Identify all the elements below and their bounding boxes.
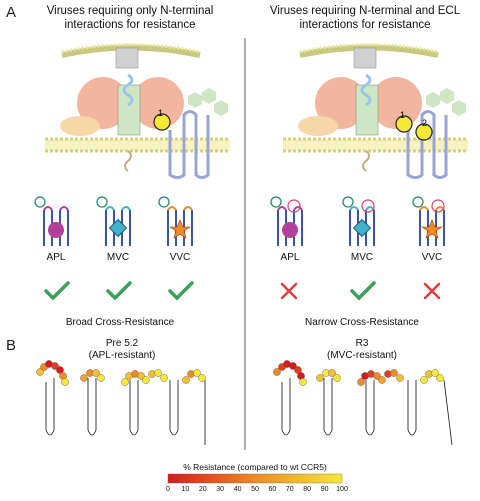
left-snake-plot <box>36 360 206 445</box>
right-apl-ccr5 <box>270 196 303 246</box>
right-ecl2-residues <box>357 369 404 386</box>
left-ecl1-residues <box>80 369 105 382</box>
right-strain-name: R3 <box>355 338 369 349</box>
right-apl-outcome-cross-icon <box>280 282 298 300</box>
right-ecl1-residues <box>316 369 341 382</box>
left-strain-name: Pre 5.2 <box>105 338 139 349</box>
scale-tick-label: 90 <box>320 486 329 493</box>
left-strain-note: (APL-resistant) <box>88 350 156 361</box>
cd4-coil <box>122 73 134 107</box>
right-vvc-outcome-cross-icon <box>423 282 441 300</box>
right-ecl3-residues <box>420 369 444 384</box>
right-summary-label: Narrow Cross-Resistance <box>305 317 419 328</box>
cd4-domain <box>60 116 100 136</box>
scale-tick-label: 30 <box>216 486 225 493</box>
right-drug-label-apl: APL <box>280 252 300 263</box>
left-drug-label-vvc: VVC <box>169 252 191 263</box>
right-entry-complex <box>283 43 468 179</box>
gp120-left <box>77 77 129 129</box>
scale-tick-label: 50 <box>251 486 259 493</box>
right-site-1-marker <box>395 115 413 133</box>
left-site-1-marker <box>153 113 171 131</box>
right-ccr5 <box>406 110 448 179</box>
left-apl-outcome-check-icon <box>44 281 70 301</box>
left-ccr5 <box>168 110 210 179</box>
right-vvc-ccr5 <box>412 196 445 246</box>
left-column-title: Viruses requiring only N-terminal intera… <box>46 5 214 31</box>
right-nterm-residues <box>273 360 307 386</box>
left-entry-complex <box>45 43 230 179</box>
gp120-right <box>132 77 184 129</box>
right-mvc-outcome-check-icon <box>350 281 376 301</box>
resistance-color-scale <box>167 473 343 484</box>
left-site-1-label: 1 <box>158 108 163 118</box>
scale-tick-label: 100 <box>336 486 348 493</box>
left-summary-label: Broad Cross-Resistance <box>65 317 175 328</box>
left-mvc-outcome-check-icon <box>106 281 132 301</box>
scale-tick-label: 20 <box>198 486 207 493</box>
scale-tick-label: 10 <box>181 486 190 493</box>
left-cell-membrane <box>45 139 230 151</box>
gp41-top <box>115 47 139 69</box>
gp41-stalk <box>117 84 141 136</box>
scale-title: % Resistance (compared to wt CCR5) <box>183 462 327 472</box>
left-drug-label-apl: APL <box>46 252 66 263</box>
left-vvc-outcome-check-icon <box>168 281 194 301</box>
right-site-2-label: 2 <box>422 118 427 128</box>
right-column-title: Viruses requiring N-terminal and ECL int… <box>269 5 461 31</box>
right-drug-label-mvc: MVC <box>350 252 374 263</box>
panel-a-letter: A <box>6 4 17 21</box>
right-strain-note: (MVC-resistant) <box>326 350 397 361</box>
right-mvc-ccr5 <box>342 196 375 246</box>
right-drug-label-vvc: VVC <box>421 252 443 263</box>
left-vvc-ccr5 <box>158 196 193 246</box>
scale-tick-label: 40 <box>233 486 242 493</box>
scale-tick-label: 80 <box>303 486 312 493</box>
scale-tick-label: 70 <box>285 486 294 493</box>
panel-b-letter: B <box>6 337 17 354</box>
left-mvc-ccr5 <box>96 196 131 246</box>
left-ecl3-residues <box>182 369 206 384</box>
right-site-2-marker <box>415 123 433 141</box>
right-snake-plot <box>273 360 453 446</box>
scale-tick-label: 60 <box>268 486 277 493</box>
right-site-1-label: 1 <box>400 110 405 120</box>
left-ecl2-residues <box>121 369 168 386</box>
left-viral-membrane <box>61 44 201 58</box>
left-nterm-residues <box>36 360 69 386</box>
left-apl-ccr5 <box>34 196 69 246</box>
scale-tick-label: 0 <box>166 486 170 493</box>
left-glycans <box>188 88 228 116</box>
left-drug-label-mvc: MVC <box>106 252 130 263</box>
